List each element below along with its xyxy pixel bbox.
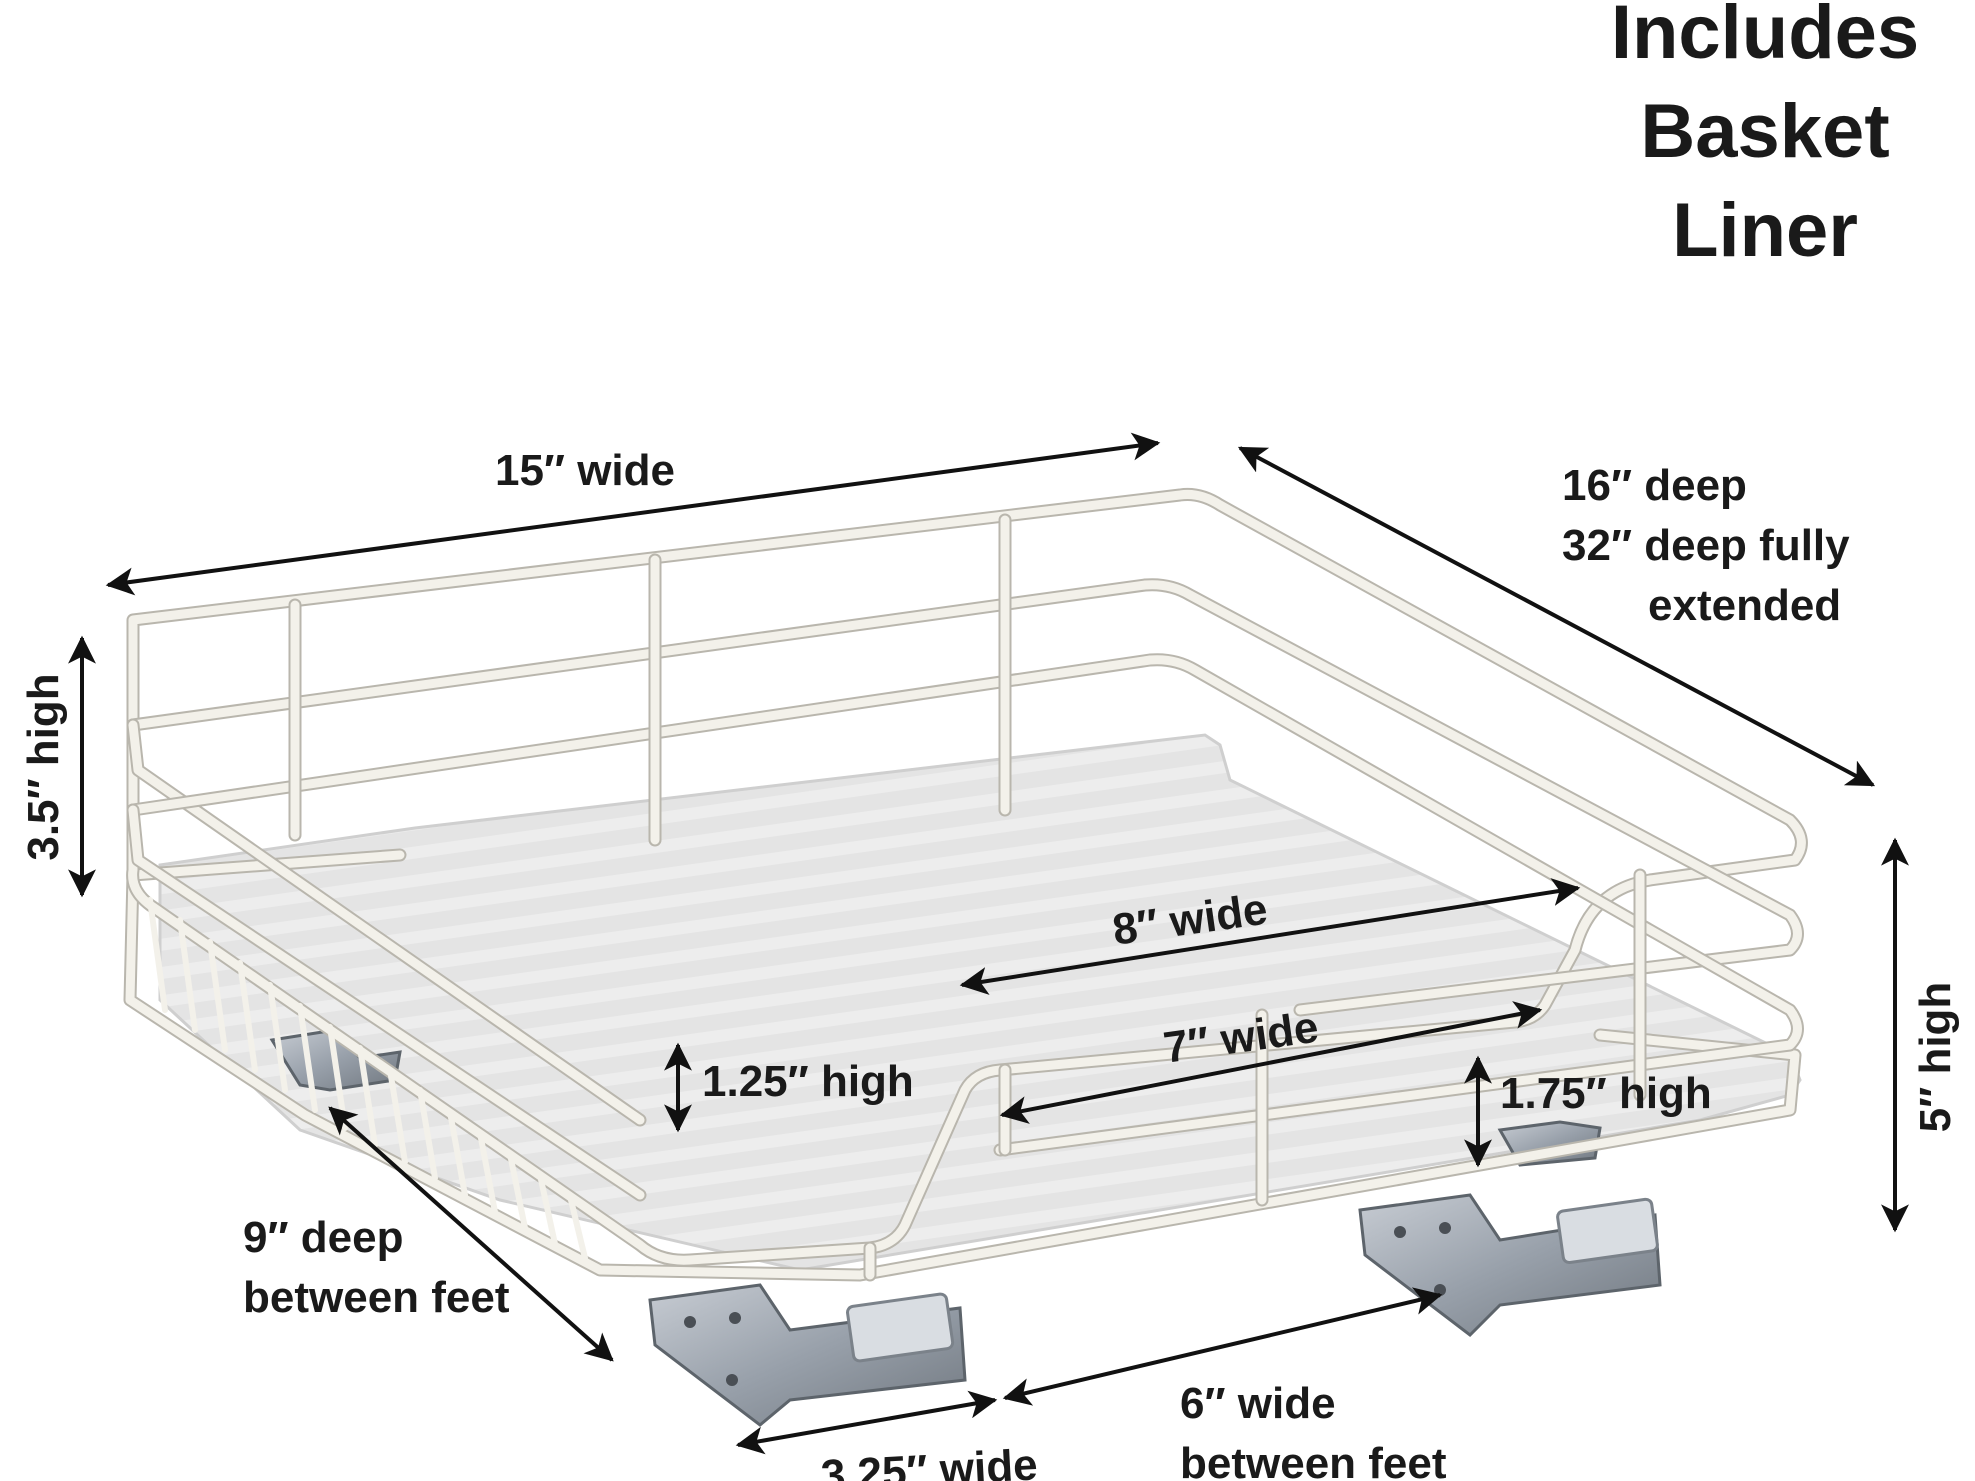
arrow-feet-depth <box>328 1106 614 1362</box>
label-feet-width-2: between feet <box>1180 1439 1447 1481</box>
label-feet-width-1: 6″ wide <box>1180 1379 1336 1428</box>
title-line-3: Liner <box>1672 188 1858 273</box>
arrow-front-top <box>959 878 1581 995</box>
arrow-front-bottom <box>999 1001 1543 1124</box>
label-feet-depth-1: 9″ deep <box>243 1213 403 1262</box>
arrow-depth <box>1237 446 1876 787</box>
label-foot-width: 3.25″ wide <box>820 1440 1039 1481</box>
label-depth-1: 16″ deep <box>1562 461 1747 510</box>
arrow-feet-width <box>1002 1287 1443 1406</box>
label-height-front: 5″ high <box>1911 982 1960 1133</box>
label-width-top: 15″ wide <box>495 446 675 495</box>
arrow-foot-width <box>735 1390 998 1455</box>
label-dip-left: 1.25″ high <box>702 1057 914 1106</box>
label-depth-3: extended <box>1648 581 1841 630</box>
label-height-back: 3.5″ high <box>19 673 68 860</box>
dimension-arrows <box>68 432 1909 1455</box>
front-left-foot <box>648 1283 967 1427</box>
label-dip-right: 1.75″ high <box>1500 1069 1712 1118</box>
arrow-width-top <box>105 432 1161 596</box>
title-block: Includes Basket Liner <box>1611 0 1919 273</box>
label-depth-2: 32″ deep fully <box>1562 521 1850 570</box>
label-feet-depth-2: between feet <box>243 1273 510 1322</box>
basket-liner <box>158 733 1802 1272</box>
title-line-1: Includes <box>1611 0 1919 75</box>
title-line-2: Basket <box>1640 89 1889 174</box>
front-right-foot <box>1358 1193 1662 1337</box>
